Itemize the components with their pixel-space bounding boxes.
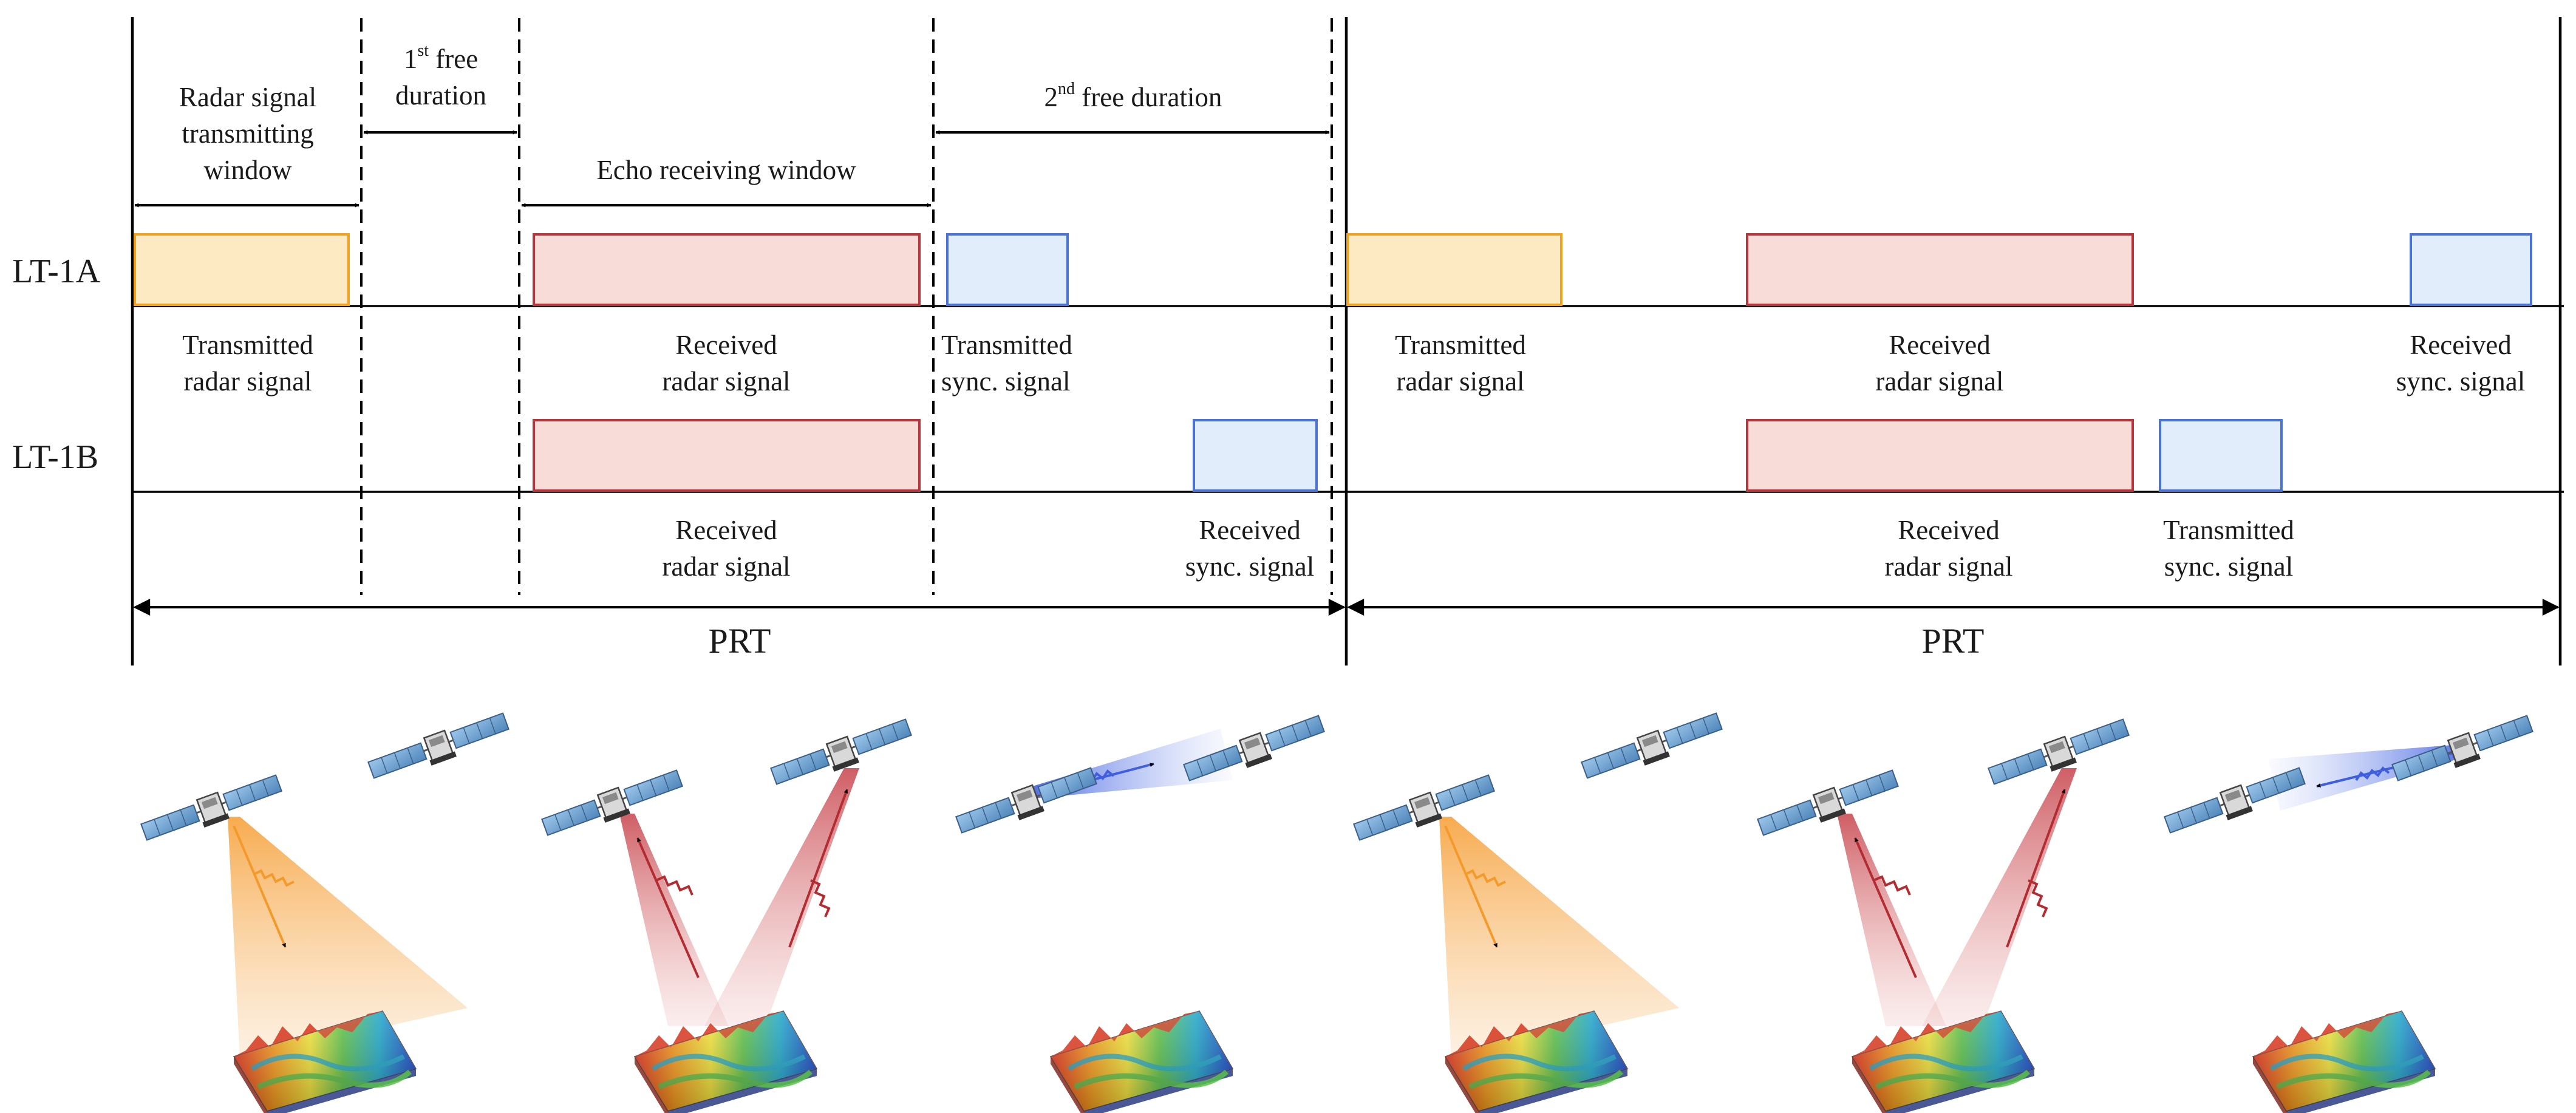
lt1a-sync-label-1a: Transmitted [941,330,1072,360]
lt1b-receive-box-2 [1746,419,2134,492]
lt1a-tx-label-2a: Transmitted [1395,330,1526,360]
row-label-lt1b: LT-1B [12,438,98,476]
prt-label-2: PRT [1922,621,1985,661]
lt1b-labels: Received radar signal Received sync. sig… [662,515,2294,582]
lt1b-sync-box-1 [1193,419,1318,492]
lt1a-transmit-box-1 [134,233,350,306]
lt1b-sync-label-1b: sync. signal [1185,551,1314,582]
transmit-arrow-4 [1444,825,1498,948]
transmit-arrow-1 [233,825,287,948]
terrain-2 [635,1011,817,1113]
lt1b-rx-label-1b: radar signal [662,551,790,582]
prt-label-1: PRT [709,621,771,661]
lt1a-sync-label-2a: Received [2410,330,2511,360]
lt1a-transmit-box-2 [1346,233,1562,306]
sync-wave-6 [2355,766,2390,781]
lt1a-tx-label-1b: radar signal [183,366,312,397]
receive-arrow-2b [788,789,848,948]
transmit-wave-1 [253,869,295,887]
lt1b-sync-box-2 [2159,419,2283,492]
lt1b-rx-label-2a: Received [1898,515,1999,545]
satellite-b-4 [1579,709,1726,787]
lt1a-sync-box-1 [946,233,1069,306]
lt1b-receive-box-1 [533,419,921,492]
scene-5-receive [1755,715,2133,1113]
scene-3-sync [953,711,1328,1113]
receive-wave-2a [655,875,693,896]
lt1a-sync-label-1b: sync. signal [941,366,1070,397]
lt1a-labels: Transmitted radar signal Received radar … [182,330,2525,397]
terrain-5 [1852,1011,2034,1113]
lt1a-tx-label-1a: Transmitted [182,330,313,360]
satellite-b-1 [366,709,513,787]
lt1b-sync-label-2b: sync. signal [2164,551,2293,582]
tx-window-label-2: transmitting [182,118,314,149]
terrain-6 [2253,1011,2435,1113]
scene-4-transmit [1351,709,1726,1113]
lt1a-sync-box-2 [2410,233,2532,306]
lt1b-sync-label-1a: Received [1199,515,1300,545]
lt1a-signals [134,233,2532,306]
lt1a-rx-label-2a: Received [1889,330,1990,360]
receive-arrow-2a [636,837,700,978]
lt1a-tx-label-2b: radar signal [1396,366,1524,397]
free2-label: 2nd free duration [1044,80,1222,112]
free1-label-1: 1st free [404,41,478,74]
lt1b-rx-label-1a: Received [675,515,777,545]
lt1a-rx-label-2b: radar signal [1875,366,2003,397]
receive-wave-5b [2028,879,2048,917]
scene-6-sync [2162,711,2537,1113]
terrain-3 [1051,1011,1233,1113]
lt1b-sync-label-2a: Transmitted [2163,515,2294,545]
transmit-wave-4 [1465,869,1506,887]
receive-beam-5b [1922,768,2077,1026]
satellite-a-3 [953,763,1100,842]
transmit-beam-4 [1439,817,1679,1060]
row-label-lt1a: LT-1A [12,253,101,290]
lt1b-signals [533,419,2283,492]
lt1a-sync-label-2b: sync. signal [2396,366,2525,397]
lt1a-receive-box-2 [1746,233,2134,306]
tx-window-label-3: window [204,155,293,185]
lt1a-receive-box-1 [533,233,921,306]
receive-arrow-5b [2006,789,2066,948]
satellite-a-5 [1755,766,1902,844]
receive-wave-2b [810,879,831,917]
lt1a-rx-label-1a: Received [675,330,777,360]
tx-window-label-1: Radar signal [179,82,316,112]
receive-arrow-5a [1854,837,1917,978]
free1-label-2: duration [395,80,486,111]
lt1b-rx-label-2b: radar signal [1884,551,2012,582]
window-annotations: Radar signal transmitting window 1st fre… [134,41,1330,208]
echo-window-label: Echo receiving window [596,155,856,185]
lt1a-rx-label-1b: radar signal [662,366,790,397]
scene-1-transmit [138,709,513,1113]
satellite-a-2 [539,766,686,844]
transmit-beam-1 [228,817,468,1060]
satellite-a-4 [1351,771,1498,849]
scene-2-receive [539,715,915,1113]
receive-beam-2b [704,768,859,1026]
prt-markers: PRT PRT [133,599,2560,661]
receive-wave-5a [1873,875,1911,896]
